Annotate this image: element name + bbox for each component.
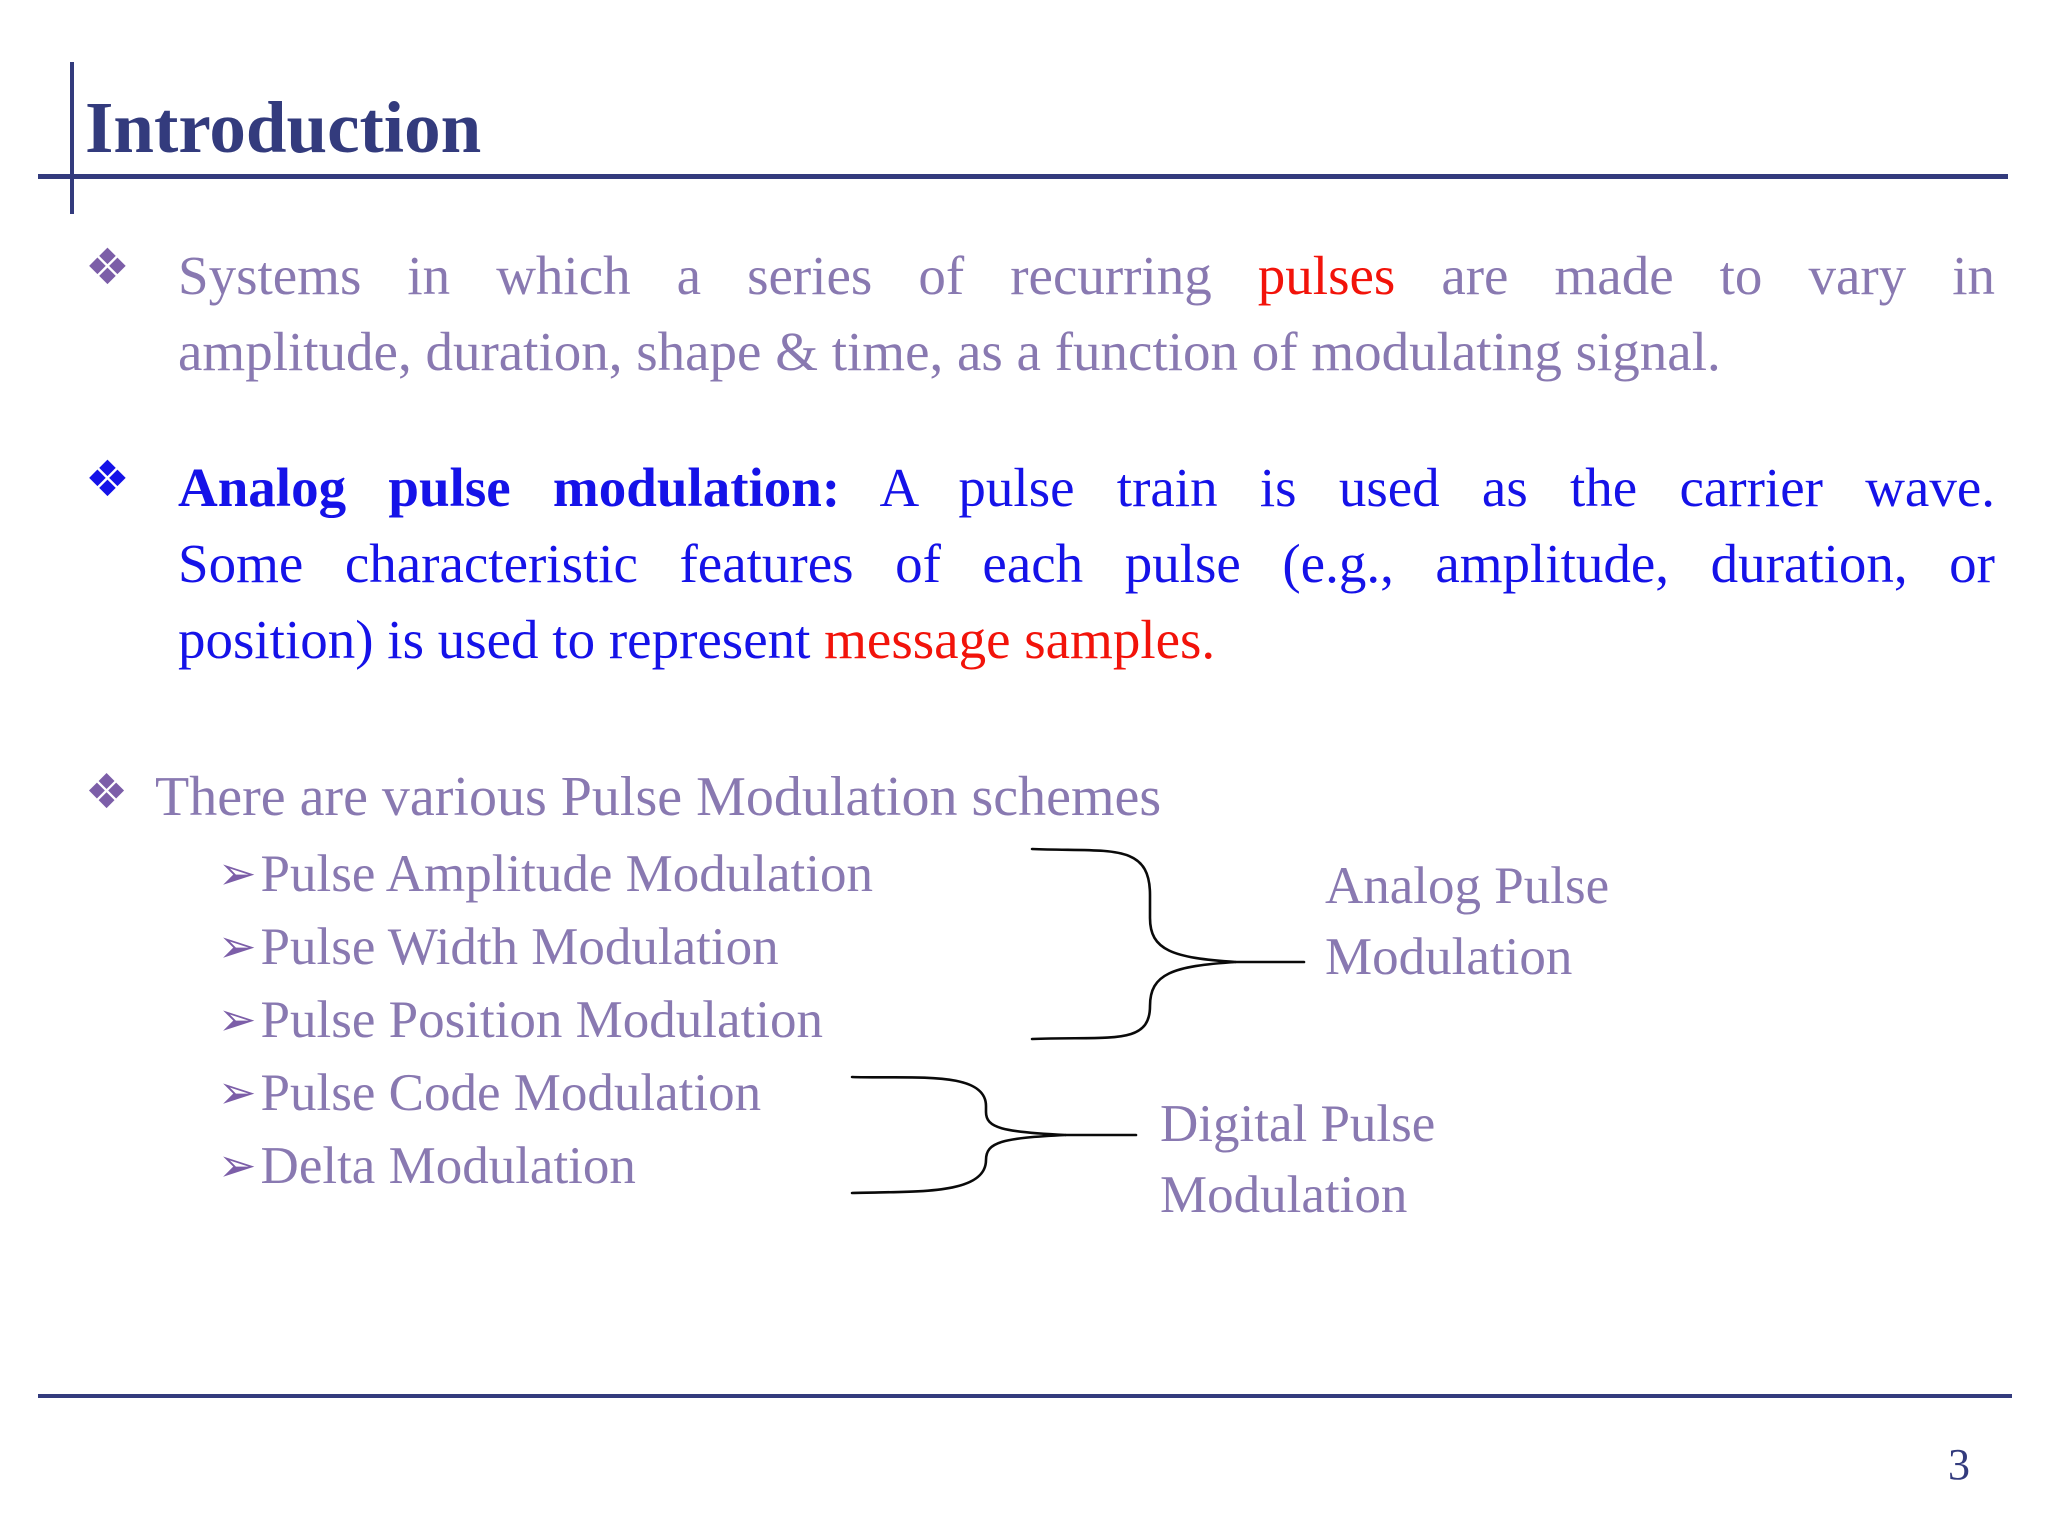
bullet-schemes-text: There are various Pulse Modulation schem…	[155, 766, 1162, 828]
list-item: ➢Pulse Position Modulation	[218, 983, 1118, 1056]
arrowhead-bullet-icon: ➢	[218, 919, 257, 973]
analog-label-line1: Analog Pulse	[1325, 857, 1610, 915]
bullet-systems-text: Systems in which a series of recurring p…	[178, 238, 1995, 390]
text-line: amplitude, duration, shape & time, as a …	[178, 321, 1721, 382]
list-item: ➢Pulse Amplitude Modulation	[218, 837, 1118, 910]
digital-group-label: Digital Pulse Modulation	[1160, 1089, 1435, 1231]
text-segment: A pulse train is used as the carrier wav…	[840, 457, 1996, 518]
arrowhead-bullet-icon: ➢	[218, 1065, 257, 1119]
text-line: Systems in which a series of recurring p…	[178, 238, 1995, 314]
text-line: Some characteristic features of each pul…	[178, 533, 1995, 594]
slide-title: Introduction	[85, 87, 482, 168]
list-item: ➢Delta Modulation	[218, 1129, 1118, 1202]
text-segment-red: pulses	[1257, 245, 1396, 306]
list-item-label: Pulse Width Modulation	[260, 918, 779, 976]
list-item: ➢Pulse Width Modulation	[218, 910, 1118, 983]
text-line: Analog pulse modulation: A pulse train i…	[178, 450, 1995, 526]
text-segment-red: message samples.	[824, 609, 1216, 670]
page-number: 3	[1948, 1440, 1970, 1489]
text-segment: position) is used to represent	[178, 609, 825, 670]
analog-label-line2: Modulation	[1325, 928, 1573, 986]
text-segment: Systems in which a series of recurring	[178, 245, 1258, 306]
diamond-bullet-icon: ❖	[85, 450, 130, 508]
list-item-label: Pulse Amplitude Modulation	[260, 845, 873, 903]
text-segment: are made to vary in	[1395, 245, 1995, 306]
analog-group-label: Analog Pulse Modulation	[1325, 851, 1609, 993]
text-line: position) is used to represent message s…	[178, 602, 1995, 678]
digital-label-line2: Modulation	[1160, 1166, 1408, 1224]
title-accent-vertical-line	[70, 62, 74, 214]
digital-label-line1: Digital Pulse	[1160, 1095, 1436, 1153]
diamond-bullet-icon: ❖	[85, 764, 129, 820]
footer-rule	[38, 1394, 2012, 1398]
list-item-label: Delta Modulation	[260, 1137, 636, 1195]
title-underline-rule	[38, 174, 2008, 179]
text-segment-bold: Analog pulse modulation:	[178, 457, 841, 518]
modulation-schemes-list: ➢Pulse Amplitude Modulation ➢Pulse Width…	[218, 837, 1118, 1202]
bullet-analog-text: Analog pulse modulation: A pulse train i…	[178, 450, 1995, 678]
bullet-systems: ❖ Systems in which a series of recurring…	[85, 238, 1997, 390]
arrowhead-bullet-icon: ➢	[218, 1138, 257, 1192]
arrowhead-bullet-icon: ➢	[218, 992, 257, 1046]
bullet-schemes: ❖ There are various Pulse Modulation sch…	[85, 759, 1997, 835]
list-item: ➢Pulse Code Modulation	[218, 1056, 1118, 1129]
diamond-bullet-icon: ❖	[85, 238, 130, 296]
list-item-label: Pulse Code Modulation	[260, 1064, 762, 1122]
arrowhead-bullet-icon: ➢	[218, 846, 257, 900]
list-item-label: Pulse Position Modulation	[260, 991, 823, 1049]
bullet-analog-pulse-modulation: ❖ Analog pulse modulation: A pulse train…	[85, 450, 1997, 678]
